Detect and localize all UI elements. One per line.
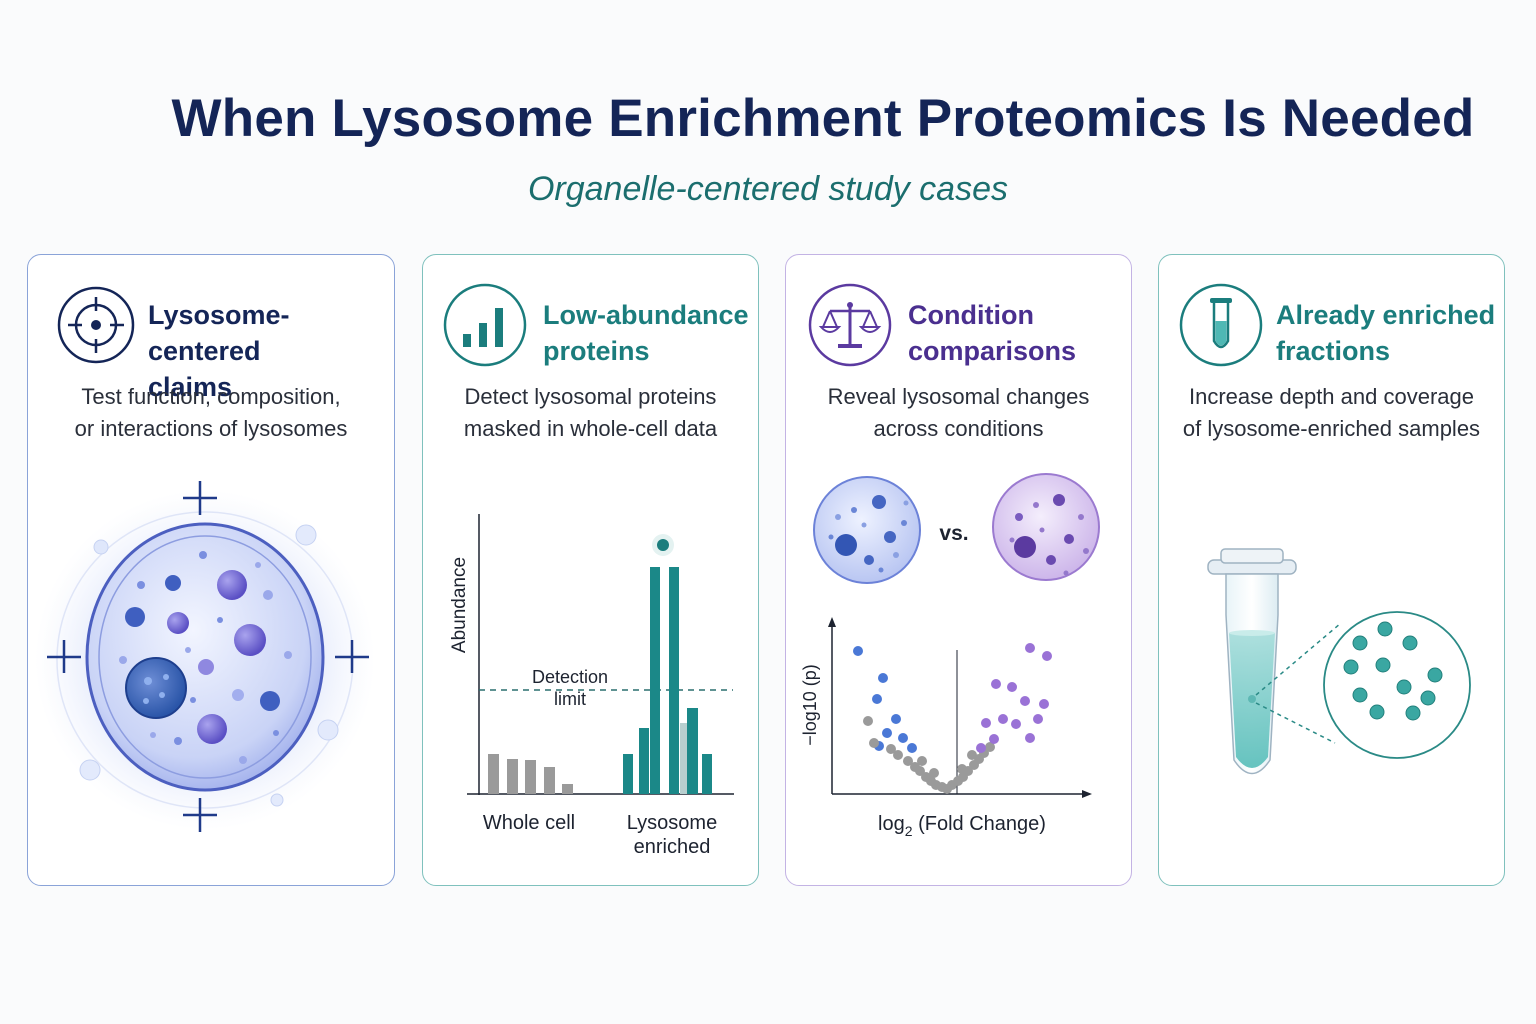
condition-comparison-illustration: vs. −log10 (p) log2 (Fold Change) [800, 473, 1100, 839]
page-title: When Lysosome Enrichment Proteomics Is N… [171, 89, 1475, 148]
volcano-point [976, 743, 986, 753]
enriched-particle [1343, 659, 1359, 675]
volcano-point [882, 728, 892, 738]
volcano-point [903, 756, 913, 766]
group-label-lysosome: Lysosome [627, 812, 717, 834]
volcano-point [985, 742, 995, 752]
control-cell [813, 476, 921, 584]
card-condition-comparisons: Condition comparisons Reveal lysosomal c… [785, 254, 1132, 886]
volcano-plot: −log10 (p) log2 (Fold Change) [800, 617, 1092, 839]
volcano-point [907, 743, 917, 753]
enriched-particle [1405, 705, 1421, 721]
threshold-label: Detection [532, 667, 608, 687]
balance-scale-icon [808, 283, 892, 367]
card-description: Increase depth and coverage of lysosome-… [1182, 384, 1481, 441]
card-enriched-fractions: Already enriched fractions Increase dept… [1158, 254, 1505, 886]
lysosome-cell-illustration [35, 481, 375, 832]
volcano-point [991, 679, 1001, 689]
volcano-point [891, 714, 901, 724]
card-title: Low-abundance proteins [543, 300, 749, 366]
card-description: Detect lysosomal proteins masked in whol… [463, 384, 718, 441]
volcano-point [853, 646, 863, 656]
page-subtitle: Organelle-centered study cases [527, 170, 1009, 208]
card-title: Lysosome-centered claims [148, 300, 290, 402]
enriched-particle [1377, 621, 1393, 637]
group-label-whole-cell: Whole cell [483, 812, 575, 834]
volcano-point [1025, 643, 1035, 653]
volcano-point [872, 694, 882, 704]
volcano-point [957, 764, 967, 774]
volcano-point [929, 768, 939, 778]
target-icon [57, 286, 135, 364]
x-axis-label: log2 (Fold Change) [878, 813, 1046, 839]
card-lysosome-centered: Lysosome-centered claims Test function, … [27, 254, 395, 886]
enriched-particle [1375, 657, 1391, 673]
volcano-point [863, 716, 873, 726]
enriched-particle [1352, 687, 1368, 703]
volcano-point [1042, 651, 1052, 661]
vs-label: vs. [939, 522, 968, 545]
microtube [1207, 548, 1297, 775]
volcano-point [998, 714, 1008, 724]
enriched-particle [1396, 679, 1412, 695]
y-axis-label: Abundance [449, 557, 470, 653]
volcano-point [1025, 733, 1035, 743]
volcano-point [1007, 682, 1017, 692]
enriched-particle [1420, 690, 1436, 706]
volcano-point [893, 750, 903, 760]
enriched-particle [1369, 704, 1385, 720]
volcano-point [967, 750, 977, 760]
y-axis-label: −log10 (p) [800, 664, 820, 746]
enriched-particle [1352, 635, 1368, 651]
volcano-point [869, 738, 879, 748]
volcano-point [989, 734, 999, 744]
volcano-point [1039, 699, 1049, 709]
volcano-point [878, 673, 888, 683]
card-description: Test function, composition, or interacti… [74, 384, 348, 441]
test-tube-icon [1179, 283, 1263, 367]
group-label-enriched: enriched [634, 836, 711, 858]
card-low-abundance: Low-abundance proteins Detect lysosomal … [422, 254, 759, 886]
enriched-particle [1427, 667, 1443, 683]
volcano-point [886, 744, 896, 754]
enriched-tube-illustration [1207, 548, 1471, 775]
threshold-label-2: limit [554, 689, 586, 709]
volcano-point [917, 756, 927, 766]
magnified-fraction [1323, 611, 1471, 759]
card-description: Reveal lysosomal changes across conditio… [827, 384, 1090, 441]
volcano-point [981, 718, 991, 728]
volcano-point [1011, 719, 1021, 729]
bar-chart-icon [443, 283, 527, 367]
volcano-point [1020, 696, 1030, 706]
enriched-particle [1402, 635, 1418, 651]
card-title: Condition comparisons [908, 300, 1077, 366]
abundance-bar-chart: Abundance Detection limit Whole cell Lys… [449, 514, 734, 858]
volcano-point [898, 733, 908, 743]
card-title: Already enriched fractions [1276, 300, 1496, 366]
volcano-point [1033, 714, 1043, 724]
treated-cell [992, 473, 1100, 581]
